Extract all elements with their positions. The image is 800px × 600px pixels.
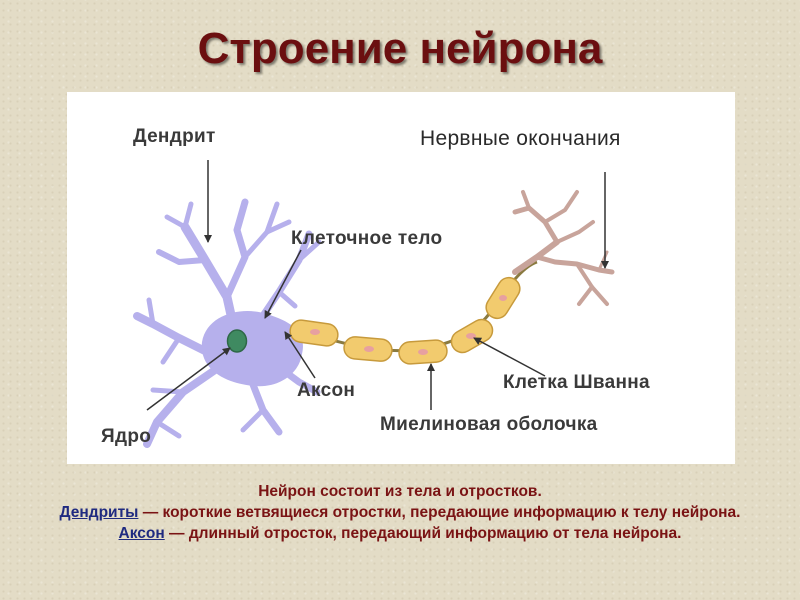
dendrites <box>133 198 322 448</box>
pointer-lines <box>146 160 609 411</box>
label-schwann-cell: Клетка Шванна <box>503 372 650 393</box>
myelin-segments <box>289 276 521 365</box>
term-dendrites: Дендриты <box>59 504 139 521</box>
dendrites-definition: — короткие ветвящиеся отростки, передающ… <box>138 504 741 521</box>
label-myelin-sheath: Миелиновая оболочка <box>380 414 598 435</box>
pointer-nucleus <box>146 347 231 411</box>
pointer-cell-body <box>264 249 302 319</box>
pointer-axon <box>284 331 316 379</box>
cell-body-shape <box>201 311 303 387</box>
label-dendrite: Дендрит <box>133 126 216 147</box>
neuron-diagram: Дендрит Нервные окончания Клеточное тело… <box>67 92 735 464</box>
label-nucleus: Ядро <box>101 426 152 447</box>
pointer-schwann-cell <box>473 337 546 377</box>
axon-definition: — длинный отросток, передающий информаци… <box>164 525 682 542</box>
caption-line-1: Нейрон состоит из тела и отростков. <box>258 483 542 500</box>
label-axon: Аксон <box>297 380 356 401</box>
caption: Нейрон состоит из тела и отростков. Денд… <box>20 481 780 544</box>
label-cell-body: Клеточное тело <box>291 228 443 249</box>
term-axon: Аксон <box>118 525 165 542</box>
slide-title: Строение нейрона <box>197 24 603 73</box>
nerve-terminals <box>512 190 615 306</box>
label-nerve-endings: Нервные окончания <box>420 127 621 150</box>
caption-axon: Аксон — длинный отросток, передающий инф… <box>20 523 780 544</box>
neuron-illustration <box>133 160 615 448</box>
schwann-nuclei <box>310 295 507 355</box>
caption-dendrites: Дендриты — короткие ветвящиеся отростки,… <box>20 502 780 523</box>
nucleus-shape <box>226 329 248 353</box>
